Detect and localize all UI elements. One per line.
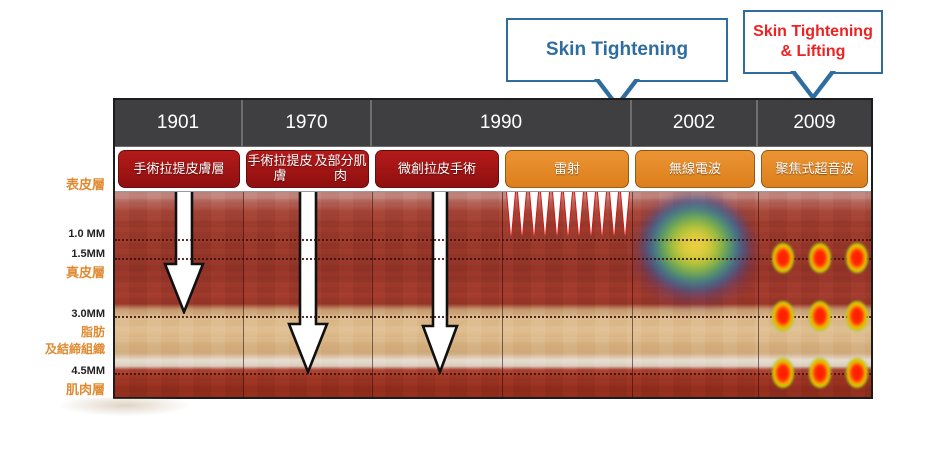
skin-cross-section [115, 192, 871, 397]
laser-spike [507, 192, 515, 236]
laser-spike [552, 192, 561, 236]
laser-spike [518, 192, 527, 236]
column-separator [243, 192, 244, 397]
depth-legend-label: 3.0MM [71, 308, 105, 320]
treatment-pill-2[interactable]: 微創拉皮手術 [375, 150, 499, 188]
column-separator [632, 192, 633, 397]
callout-line-2: & Lifting [780, 43, 846, 60]
timeline-treatment-row: 手術拉提皮膚層 手術拉提皮膚及部分肌肉 微創拉皮手術 雷射 無線電波 聚焦式超音波 [115, 147, 871, 192]
laser-spike [620, 192, 629, 236]
column-separator [502, 192, 503, 397]
laser-spike [575, 192, 584, 236]
treatment-pill-5[interactable]: 聚焦式超音波 [761, 150, 868, 188]
depth-legend-label: 及結締組織 [44, 342, 105, 356]
timeline-year-2009: 2009 [793, 112, 836, 133]
callout-skin-tightening: Skin Tightening [506, 18, 728, 109]
treatment-pill-line: 微創拉皮手術 [397, 160, 476, 176]
hifu-thermal-dot [846, 358, 868, 388]
callout-skin-tightening-lifting-label: Skin Tightening & Lifting [753, 22, 873, 61]
timeline-year-1901: 1901 [115, 100, 243, 146]
depth-gridline [115, 316, 871, 318]
treatment-pill-0[interactable]: 手術拉提皮膚層 [118, 150, 240, 188]
treatment-cell: 手術拉提皮膚及部分肌肉 [243, 147, 372, 191]
timeline-year-1990: 1990 [372, 100, 632, 146]
surgical-lift-arrow-1970 [287, 192, 329, 374]
depth-legend-label: 真皮層 [65, 265, 105, 280]
treatment-pill-line: 手術拉提皮膚 [247, 153, 313, 183]
laser-fractional-spikes [507, 192, 629, 240]
treatment-pill-line: 聚焦式超音波 [775, 160, 854, 176]
treatment-cell: 手術拉提皮膚層 [115, 147, 243, 191]
callout-line-1: Skin Tightening [753, 23, 873, 41]
treatment-pill-3[interactable]: 雷射 [505, 150, 629, 188]
hifu-thermal-dot [809, 301, 831, 331]
hifu-thermal-dot [846, 243, 868, 273]
treatment-pill-line: 及部分肌肉 [314, 153, 367, 183]
laser-spike [586, 192, 595, 236]
depth-legend-label: 1.0 MM [68, 228, 105, 240]
depth-legend-label: 1.5MM [71, 248, 105, 260]
depth-legend-label: 肌肉層 [65, 382, 105, 397]
timeline-year-1970: 1970 [243, 100, 372, 146]
background-smear [60, 398, 190, 416]
column-separator [372, 192, 373, 397]
depth-gridline [115, 258, 871, 260]
depth-legend: 表皮層 1.0 MM 1.5MM 真皮層 3.0MM 脂肪及結締組織 4.5MM 肌肉層 [0, 98, 113, 399]
treatment-cell: 雷射 [502, 147, 632, 191]
laser-spike [563, 192, 572, 236]
hifu-thermal-dot [846, 301, 868, 331]
hifu-thermal-dot [772, 358, 794, 388]
surgical-lift-arrow-1901 [163, 192, 205, 314]
rf-thermal-zone [636, 194, 754, 306]
treatment-pill-line: 手術拉提皮膚層 [133, 160, 225, 176]
treatment-cell: 無線電波 [632, 147, 758, 191]
laser-spike [609, 192, 618, 236]
treatment-pill-1[interactable]: 手術拉提皮膚及部分肌肉 [246, 150, 369, 188]
depth-legend-label: 表皮層 [65, 177, 105, 192]
laser-spike [541, 192, 550, 236]
column-separator [758, 192, 759, 397]
minimally-invasive-arrow-1990 [421, 192, 459, 374]
treatment-pill-line: 無線電波 [668, 160, 721, 176]
hifu-thermal-dot [772, 301, 794, 331]
callout-skin-tightening-lifting: Skin Tightening & Lifting [743, 10, 883, 101]
treatment-cell: 微創拉皮手術 [372, 147, 502, 191]
laser-spike [529, 192, 538, 236]
depth-gridline [115, 373, 871, 375]
hifu-thermal-dot [772, 243, 794, 273]
callout-skin-tightening-label: Skin Tightening [545, 39, 689, 61]
treatment-pill-line: 雷射 [553, 160, 580, 176]
depth-legend-label: 脂肪 [80, 325, 105, 339]
treatment-pill-4[interactable]: 無線電波 [635, 150, 755, 188]
laser-spike [598, 192, 607, 236]
depth-legend-label: 4.5MM [71, 365, 105, 377]
timeline-year-2002: 2002 [632, 100, 758, 146]
treatment-cell: 聚焦式超音波 [758, 147, 871, 191]
hifu-thermal-dot [809, 243, 831, 273]
hifu-thermal-dot [809, 358, 831, 388]
depth-gridline [115, 239, 871, 241]
